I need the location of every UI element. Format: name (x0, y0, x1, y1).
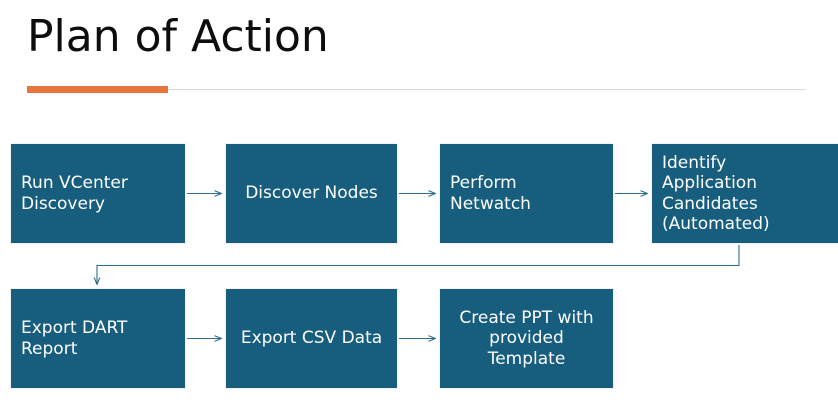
flow-node-identify-application-candidates[interactable]: Identify Application Candidates (Automat… (651, 143, 838, 244)
flow-node-label: Perform Netwatch (450, 173, 531, 214)
flow-node-label: Create PPT with provided Template (459, 307, 594, 369)
flow-node-discover-nodes[interactable]: Discover Nodes (225, 143, 398, 244)
flow-node-perform-netwatch[interactable]: Perform Netwatch (439, 143, 614, 244)
flow-node-create-ppt-with-template[interactable]: Create PPT with provided Template (439, 288, 614, 389)
flow-node-label: Export DART Report (21, 318, 128, 359)
flow-node-run-vcenter-discovery[interactable]: Run VCenter Discovery (10, 143, 186, 244)
title-divider-rule (27, 89, 806, 90)
flow-node-export-dart-report[interactable]: Export DART Report (10, 288, 186, 389)
flow-node-label: Export CSV Data (240, 328, 383, 349)
flow-node-export-csv-data[interactable]: Export CSV Data (225, 288, 398, 389)
flow-node-label: Run VCenter Discovery (21, 173, 128, 214)
flow-node-label: Identify Application Candidates (Automat… (662, 152, 770, 235)
title-accent-bar (27, 86, 168, 93)
page-title: Plan of Action (27, 11, 329, 62)
flow-node-label: Discover Nodes (245, 183, 378, 204)
arrow-box4-to-box5 (97, 245, 740, 284)
